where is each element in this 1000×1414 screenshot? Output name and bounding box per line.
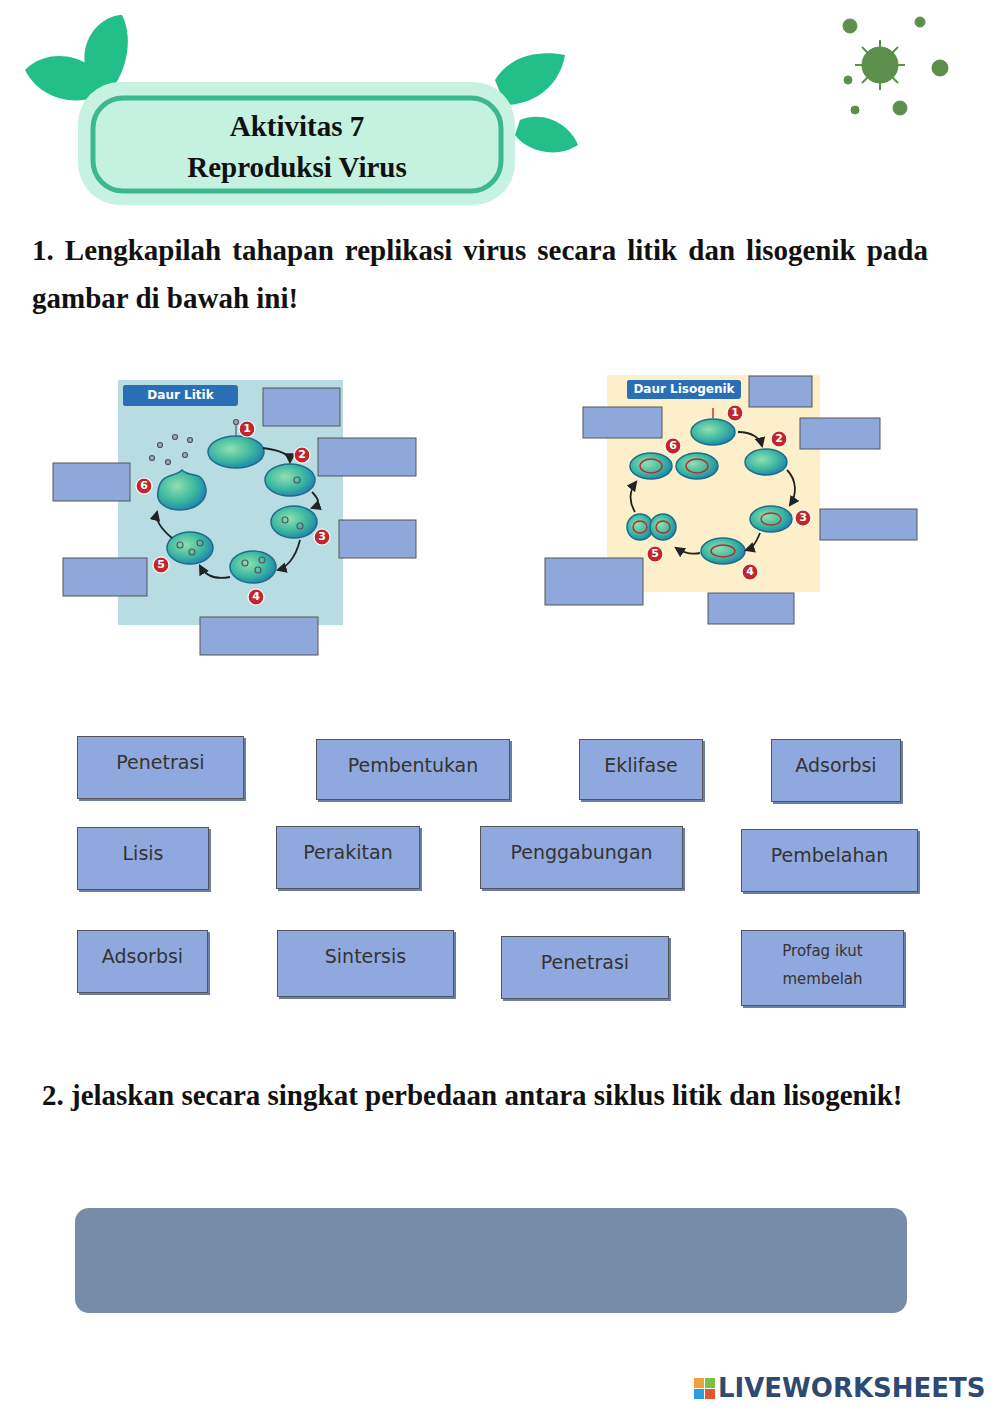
word-bank-box: Sintersis — [277, 930, 454, 997]
word-bank-box: Adsorbsi — [771, 739, 901, 802]
word-bank-box: Profag ikut membelah — [741, 930, 904, 1006]
cycle-arrows — [157, 448, 318, 578]
callout-number: 3 — [793, 510, 813, 526]
lysogenic-badge: Daur Lisogenik — [627, 380, 741, 399]
word-bank-box: Lisis — [77, 827, 209, 890]
answer-slot — [53, 376, 917, 655]
lytic-badge: Daur Litik — [123, 385, 238, 406]
lysogenic-cells — [627, 419, 792, 564]
callout-number: 3 — [312, 529, 332, 545]
word-bank-box: Eklifase — [579, 739, 703, 800]
node-text: Penetrasi — [84, 751, 237, 773]
virus-icon — [843, 17, 948, 115]
logo-icon — [694, 1378, 715, 1399]
node-text: Daur Litik — [127, 385, 234, 406]
node-text: Adsorbsi — [778, 754, 894, 776]
word-bank-box: Adsorbsi — [77, 930, 208, 993]
word-bank-box: Penetrasi — [77, 736, 244, 799]
lytic-panel — [118, 380, 343, 625]
callout-number: 2 — [769, 431, 789, 447]
callout-number: 6 — [134, 478, 154, 494]
node-text: Profag ikut membelah — [748, 937, 897, 993]
node-text: Lisis — [84, 842, 202, 864]
node-text: Eklifase — [586, 754, 696, 776]
word-bank-box: Pembentukan — [316, 739, 510, 800]
question-text: 2. jelaskan secara singkat perbedaan ant… — [42, 1072, 938, 1118]
callout-number: 6 — [663, 438, 683, 454]
question-text: 1. Lengkapilah tahapan replikasi virus s… — [32, 226, 928, 322]
answer-panel — [75, 1208, 907, 1313]
cycle-arrows — [631, 432, 795, 554]
word-bank-box: Perakitan — [276, 826, 420, 889]
callout-number: 5 — [151, 557, 171, 573]
callout-number: 4 — [740, 564, 760, 580]
lytic-cells — [158, 436, 317, 583]
callout-number: 2 — [292, 447, 312, 463]
node-text: Perakitan — [283, 841, 413, 863]
node-text: Sintersis — [284, 945, 447, 967]
worksheet-title: Aktivitas 7 Reproduksi Virus — [110, 106, 484, 188]
word-bank-box: Penetrasi — [501, 936, 669, 999]
title-frame — [93, 98, 501, 191]
title-panel — [78, 82, 515, 205]
callout-circles — [136, 405, 811, 605]
callout-number: 1 — [237, 421, 257, 437]
callout-number: 1 — [725, 405, 745, 421]
node-text: Adsorbsi — [84, 945, 201, 967]
watermark: LIVEWORKSHEETS — [718, 1372, 993, 1404]
word-bank-box: Pembelahan — [741, 829, 918, 892]
node-text: Daur Lisogenik — [631, 380, 737, 399]
phage-particles — [150, 420, 304, 574]
word-bank-box: Penggabungan — [480, 826, 683, 889]
node-text: Penetrasi — [508, 951, 662, 973]
callout-number: 4 — [246, 589, 266, 605]
callout-number: 5 — [645, 546, 665, 562]
node-text: Pembentukan — [323, 754, 503, 776]
node-text: Penggabungan — [487, 841, 676, 863]
node-text: Pembelahan — [748, 844, 911, 866]
